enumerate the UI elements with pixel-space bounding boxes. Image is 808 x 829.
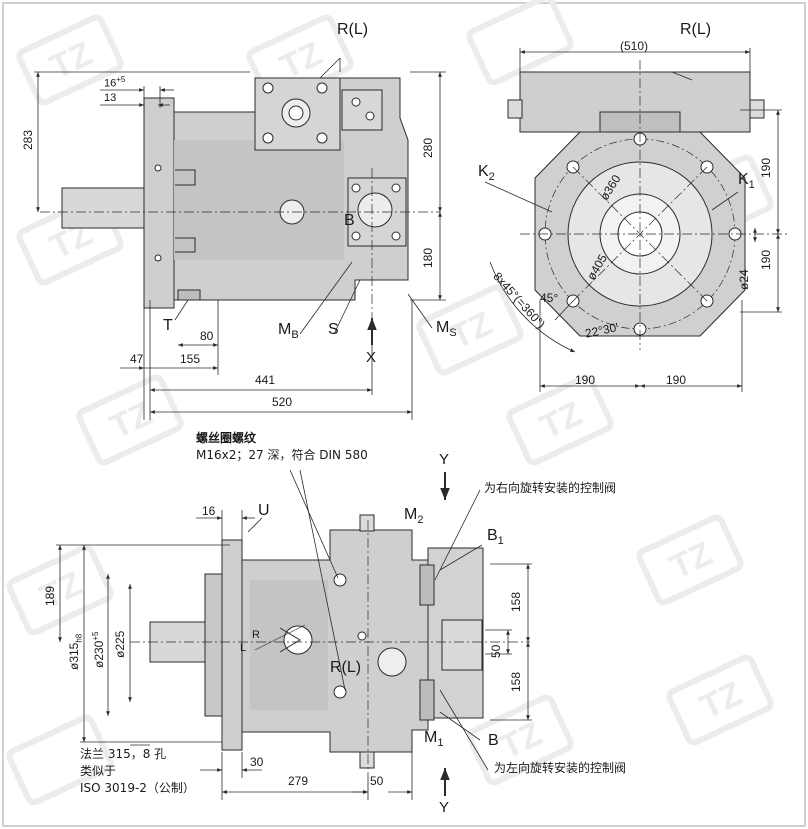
dim-16-value: 16 <box>104 77 117 90</box>
dim-16: 16+5 <box>104 76 125 90</box>
dim-279: 279 <box>288 774 309 788</box>
mounting-flange <box>143 97 175 309</box>
dim-80: 80 <box>200 329 214 343</box>
label-l-rotation: L <box>240 642 247 654</box>
label-b-bottom: B <box>488 732 499 749</box>
dim-50-vertical: 50 <box>489 644 503 658</box>
dim-520: 520 <box>272 395 293 409</box>
port-r-l-label: R(L) <box>337 21 369 38</box>
valve-block <box>341 89 383 131</box>
port-r-l-label-bottom: R(L) <box>330 659 362 676</box>
dim-190-top: 190 <box>759 157 773 178</box>
label-b1: B1 <box>487 528 504 547</box>
label-b1-sub: 1 <box>497 535 504 548</box>
dim-16-tolerance: +5 <box>116 75 126 84</box>
label-y-bottom: Y <box>439 799 450 816</box>
label-m2: M2 <box>404 507 423 526</box>
dim-158-bottom: 158 <box>509 671 523 692</box>
label-k2-sub: 2 <box>488 171 495 184</box>
front-view-dimensions <box>484 48 782 392</box>
dim-280: 280 <box>421 137 435 158</box>
dim-d230-tolerance: +5 <box>91 631 100 641</box>
bottom-spigot <box>204 573 223 717</box>
dim-d315-value: ø315 <box>67 642 81 670</box>
label-u: U <box>258 502 270 519</box>
thread-title: 螺丝圈螺纹 <box>196 431 257 445</box>
label-s-suction: S <box>328 321 339 338</box>
label-m1-main: M <box>424 729 438 746</box>
dim-d24: ø24 <box>737 269 751 290</box>
front-view-centerlines <box>520 60 790 350</box>
label-r-rotation: R <box>252 629 260 641</box>
right-valve-note: 为右向旋转安装的控制阀 <box>484 481 617 495</box>
label-x-view: X <box>366 349 377 366</box>
label-m2-main: M <box>404 506 418 523</box>
side-view-dimensions <box>34 57 446 420</box>
dim-16-bottom: 16 <box>202 504 216 518</box>
dim-510: (510) <box>620 39 649 53</box>
label-k1: K1 <box>738 172 755 191</box>
label-k2: K2 <box>478 164 495 183</box>
left-stub <box>507 99 523 119</box>
label-m1: M1 <box>424 730 443 749</box>
dim-d225: ø225 <box>113 630 127 658</box>
label-k1-sub: 1 <box>748 179 755 192</box>
left-valve-note: 为左向旋转安装的控制阀 <box>494 761 627 775</box>
label-mb: MB <box>278 322 299 341</box>
dim-d230-value: ø230 <box>92 640 106 668</box>
dim-190-br: 190 <box>666 373 687 387</box>
dim-158-top: 158 <box>509 591 523 612</box>
flange-note-1: 法兰 315，8 孔 <box>80 747 167 761</box>
dim-50-horizontal: 50 <box>370 774 384 788</box>
thread-spec: M16x2；27 深，符合 DIN 580 <box>196 448 368 462</box>
dim-13: 13 <box>104 92 117 104</box>
label-ms-main: M <box>436 319 450 336</box>
label-m1-sub: 1 <box>437 737 444 750</box>
drive-shaft <box>61 187 145 229</box>
dim-190-bl: 190 <box>575 373 596 387</box>
label-mb-sub: B <box>291 329 299 342</box>
bottom-view-dimensions <box>56 469 532 800</box>
rotation-dial <box>283 625 313 655</box>
port-r-l-label-front: R(L) <box>680 21 712 38</box>
dim-190-mid: 190 <box>759 249 773 270</box>
dim-283: 283 <box>21 129 35 150</box>
dim-d315-tolerance: h8 <box>74 633 84 643</box>
dim-47: 47 <box>130 352 144 366</box>
dim-189: 189 <box>43 585 57 606</box>
side-view-centerlines <box>40 168 440 340</box>
housing-shadow <box>174 140 344 260</box>
bottom-stub <box>359 751 375 769</box>
dim-d230: ø230+5 <box>91 631 106 668</box>
label-ms-sub: S <box>449 327 457 340</box>
lifting-thread-top <box>333 573 347 587</box>
bottom-flange <box>221 539 243 751</box>
label-b-port: B <box>344 212 355 229</box>
flange-note-2: 类似于 <box>80 764 117 778</box>
port-r-bore <box>377 647 407 677</box>
dim-180: 180 <box>421 247 435 268</box>
dim-45deg: 45° <box>540 291 559 305</box>
flange-note-3: ISO 3019-2（公制） <box>80 781 195 795</box>
top-stub <box>359 514 375 532</box>
port-b-bore <box>357 192 393 228</box>
label-m2-sub: 2 <box>417 514 424 527</box>
dim-441: 441 <box>255 373 276 387</box>
label-k2-main: K <box>478 163 489 180</box>
dim-155: 155 <box>180 352 201 366</box>
lifting-thread-bottom <box>333 685 347 699</box>
label-k1-main: K <box>738 171 749 188</box>
dim-30: 30 <box>250 755 264 769</box>
label-t-drain: T <box>163 317 173 334</box>
label-y-top: Y <box>439 451 450 468</box>
bottom-view-centerlines <box>130 520 530 775</box>
label-mb-main: M <box>278 321 292 338</box>
dim-d315: ø315h8 <box>67 633 84 670</box>
label-b1-main: B <box>487 527 498 544</box>
label-ms: MS <box>436 320 457 339</box>
drain-port-t <box>177 289 201 301</box>
right-stub <box>749 99 765 119</box>
